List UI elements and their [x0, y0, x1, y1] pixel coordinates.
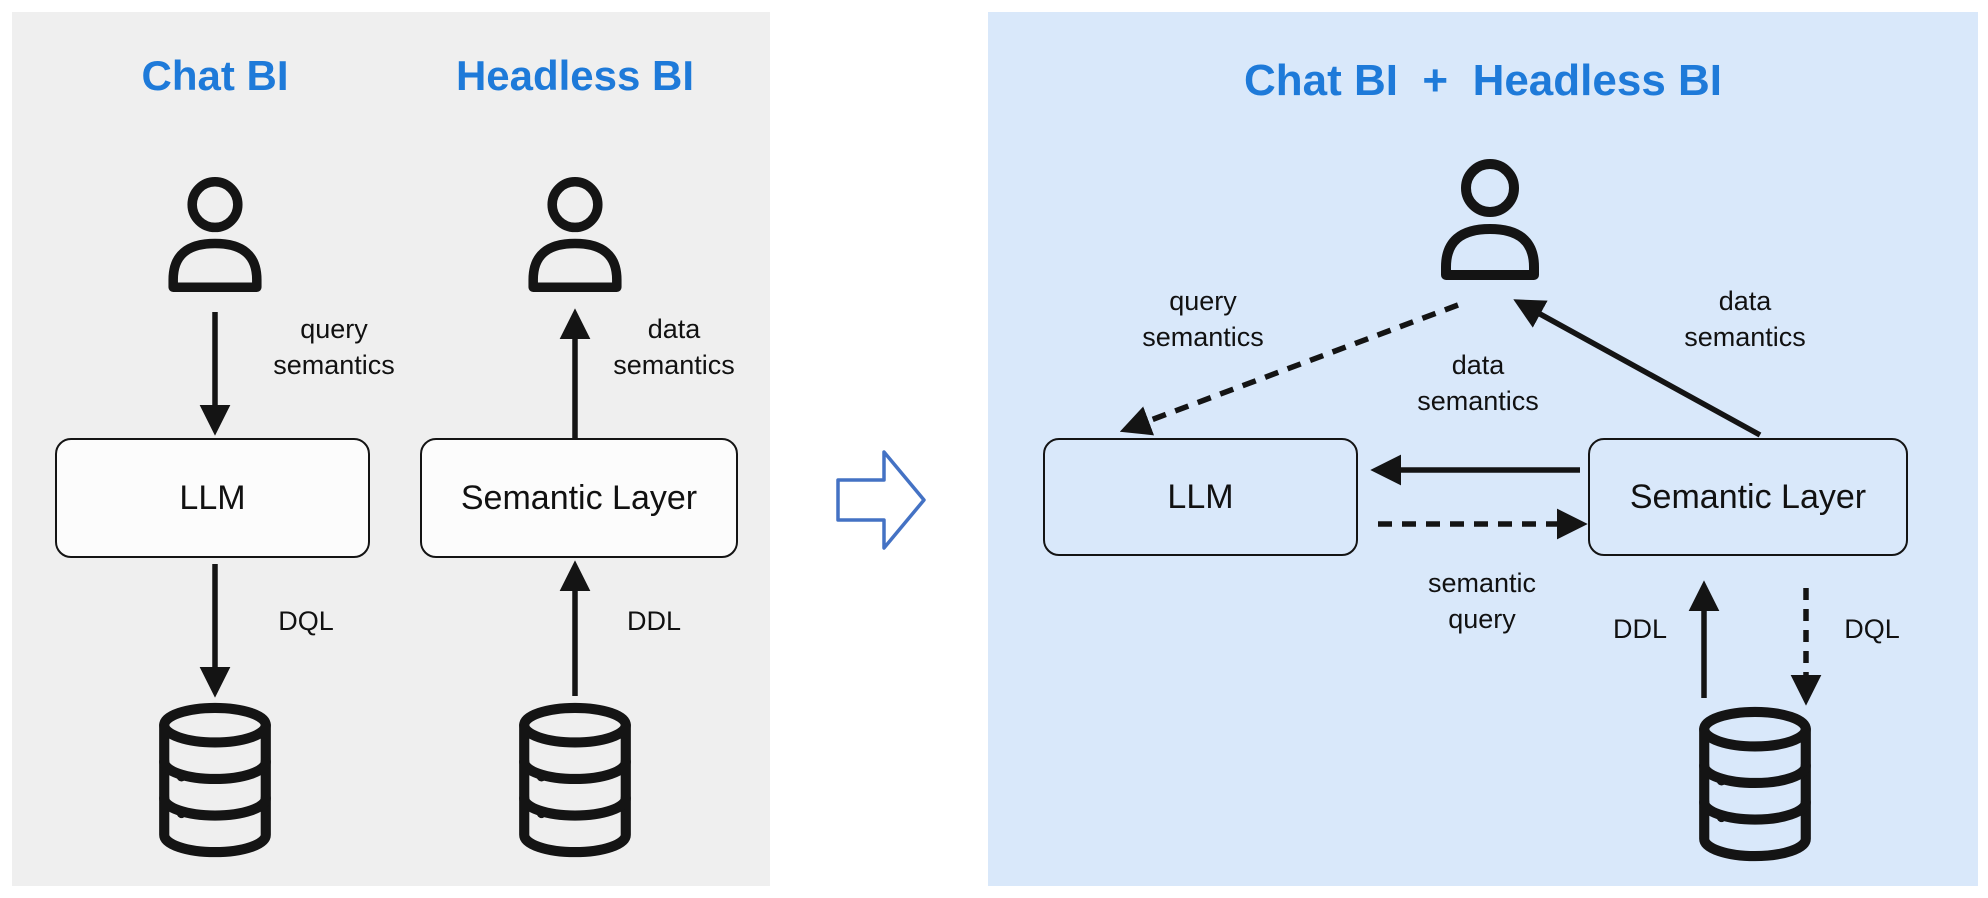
combined-bi-panel: Chat BI + Headless BI query semantics da…: [988, 12, 1978, 886]
llm-node: LLM: [55, 438, 370, 558]
user-icon: [1441, 159, 1539, 280]
right-block-arrow-icon: [836, 444, 928, 556]
ddl-label: DDL: [1612, 614, 1668, 644]
semantic-layer-node: Semantic Layer: [1588, 438, 1908, 556]
chat-bi-title: Chat BI: [141, 52, 289, 99]
data-semantics-llm-label: data semantics: [1417, 350, 1539, 416]
user-icon: [168, 177, 262, 292]
database-icon: [1699, 706, 1811, 862]
semantic-query-label: semantic query: [1427, 568, 1537, 634]
query-semantics-label: query semantics: [273, 314, 395, 380]
llm-node: LLM: [1043, 438, 1358, 556]
user-icon: [528, 177, 622, 292]
data-semantics-label: data semantics: [613, 314, 735, 380]
ddl-label: DDL: [626, 606, 682, 636]
separate-bi-panel: Chat BI Headless BI query semantics data…: [12, 12, 770, 886]
combined-title: Chat BI + Headless BI: [1243, 56, 1723, 105]
data-semantics-user-label: data semantics: [1684, 286, 1806, 352]
headless-bi-title: Headless BI: [455, 52, 695, 99]
database-icon: [159, 702, 271, 858]
database-icon: [519, 702, 631, 858]
query-semantics-label: query semantics: [1142, 286, 1264, 352]
semantic-layer-node: Semantic Layer: [420, 438, 738, 558]
dql-label: DQL: [1844, 614, 1900, 644]
dql-label: DQL: [278, 606, 334, 636]
